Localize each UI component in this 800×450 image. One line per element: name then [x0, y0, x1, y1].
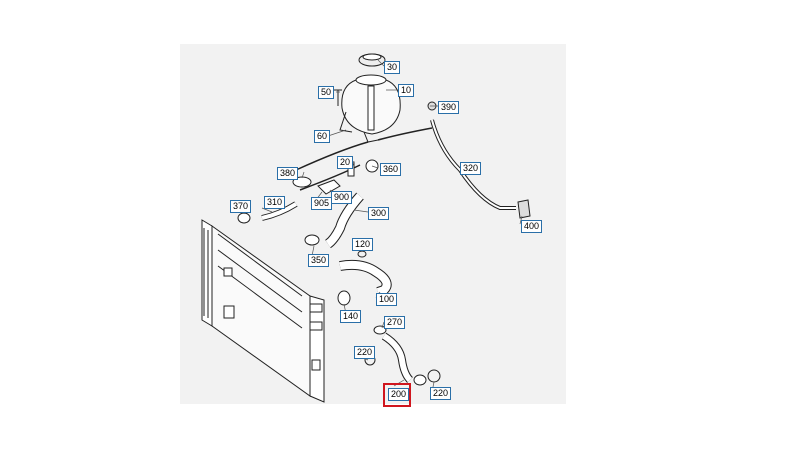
callout-905[interactable]: 905: [311, 197, 333, 210]
radiator: [201, 219, 325, 403]
callout-900[interactable]: 900: [331, 191, 353, 204]
callout-60[interactable]: 60: [314, 130, 331, 143]
callout-220-right[interactable]: 220: [430, 387, 452, 400]
callout-400[interactable]: 400: [521, 220, 543, 233]
callout-50[interactable]: 50: [318, 86, 335, 99]
clamp-400-shape: [517, 199, 531, 219]
callout-310[interactable]: 310: [264, 196, 286, 209]
callout-350[interactable]: 350: [308, 254, 330, 267]
callout-140[interactable]: 140: [340, 310, 362, 323]
callout-120[interactable]: 120: [352, 238, 374, 251]
callout-200[interactable]: 200: [388, 388, 410, 401]
callout-100[interactable]: 100: [376, 293, 398, 306]
callout-220-left[interactable]: 220: [354, 346, 376, 359]
callout-270[interactable]: 270: [384, 316, 406, 329]
clamp-140-shape: [337, 290, 351, 306]
callout-320[interactable]: 320: [460, 162, 482, 175]
callout-20[interactable]: 20: [337, 156, 354, 169]
callout-380[interactable]: 380: [277, 167, 299, 180]
ring-270-shape: [373, 325, 387, 335]
callout-30[interactable]: 30: [384, 61, 401, 74]
expansion-tank: [339, 74, 401, 143]
callout-360[interactable]: 360: [380, 163, 402, 176]
bolt-50-shape: [334, 89, 342, 106]
callout-300[interactable]: 300: [368, 207, 390, 220]
callout-370[interactable]: 370: [230, 200, 252, 213]
oring-220-right-shape: [427, 369, 441, 383]
highlight-box-200: [383, 383, 411, 407]
tank-cap: [358, 53, 386, 67]
callout-10[interactable]: 10: [398, 84, 415, 97]
callout-390[interactable]: 390: [438, 101, 460, 114]
sensor-900-shape: [317, 179, 341, 195]
